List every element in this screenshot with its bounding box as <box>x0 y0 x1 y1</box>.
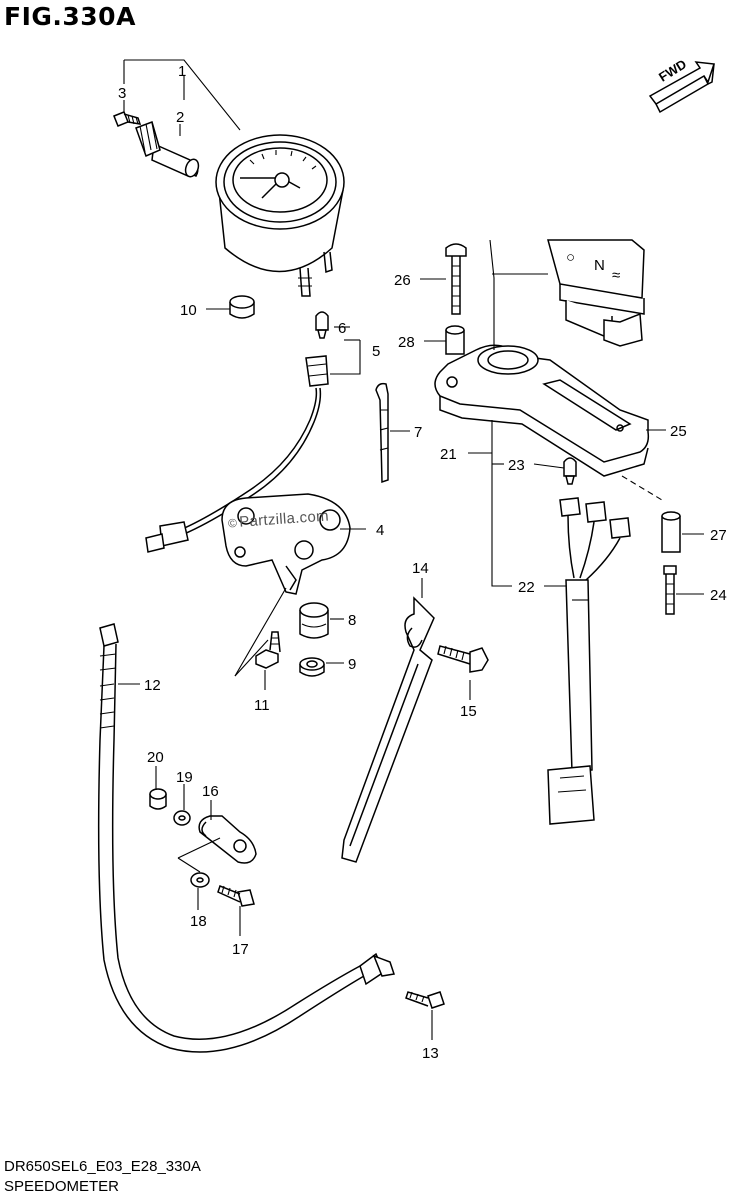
washer-18 <box>190 872 210 888</box>
callout-27-label: 27 <box>710 527 727 544</box>
collar-27 <box>661 511 681 553</box>
screw-13 <box>405 991 445 1009</box>
figure-name: SPEEDOMETER <box>4 1178 120 1195</box>
indicator-mark-beam: ≈ <box>612 267 620 284</box>
callout-22: 22 <box>518 579 535 596</box>
callout-9: 9 <box>348 656 356 673</box>
bulb-6 <box>315 311 329 339</box>
callout-4: 4 <box>376 522 384 539</box>
bulb-23 <box>563 457 577 485</box>
figure-code: DR650SEL6_E03_E28_330A <box>4 1158 201 1175</box>
callout-17: 17 <box>232 941 249 958</box>
callout-21: 21 <box>440 446 457 463</box>
screw-17 <box>217 885 255 907</box>
callout-2: 2 <box>176 109 184 126</box>
speedometer-unit <box>215 134 345 297</box>
bolt-24 <box>663 565 677 615</box>
callout-12: 12 <box>144 677 161 694</box>
meter-bracket-4 <box>221 493 351 595</box>
callout-5: 5 <box>372 343 380 360</box>
callout-7: 7 <box>414 424 422 441</box>
screw-26 <box>445 243 467 315</box>
clamp-7 <box>375 382 389 484</box>
cable-guide-14 <box>341 596 435 863</box>
clamp-16 <box>198 815 257 864</box>
callout-20: 20 <box>147 749 164 766</box>
callout-26: 26 <box>394 272 411 289</box>
callout-10: 10 <box>180 302 197 319</box>
callout-18: 18 <box>190 913 207 930</box>
callout-14: 14 <box>412 560 429 577</box>
watermark-symbol: © <box>227 515 238 531</box>
wiring-harness-22 <box>547 497 631 825</box>
indicator-mark-neutral: N <box>594 257 605 274</box>
callout-16: 16 <box>202 783 219 800</box>
speedometer-cable-12 <box>97 623 395 1053</box>
callout-6: 6 <box>338 320 346 337</box>
callout-1: 1 <box>178 63 186 80</box>
callout-3: 3 <box>118 85 126 102</box>
nut-9 <box>299 657 325 677</box>
callout-25: 25 <box>670 423 687 440</box>
cable-gear-tube <box>135 121 200 178</box>
callout-13: 13 <box>422 1045 439 1062</box>
callout-28: 28 <box>398 334 415 351</box>
washer-19 <box>173 810 191 826</box>
callout-23: 23 <box>508 457 525 474</box>
fwd-arrow-icon <box>648 61 716 114</box>
callout-8: 8 <box>348 612 356 629</box>
bulb-socket-5 <box>145 355 329 553</box>
indicator-case-25 <box>434 239 650 477</box>
indicator-mark-turn: ○ <box>566 249 575 266</box>
figure-title: FIG.330A <box>4 2 136 31</box>
collar-28 <box>445 325 465 355</box>
nut-20 <box>149 788 167 810</box>
screw-3 <box>113 111 142 127</box>
bolt-15 <box>437 645 489 673</box>
callout-19: 19 <box>176 769 193 786</box>
damper-8 <box>299 602 329 639</box>
bolt-11 <box>255 631 281 669</box>
callout-24: 24 <box>710 587 727 604</box>
callout-15: 15 <box>460 703 477 720</box>
grommet-10 <box>229 295 255 319</box>
callout-11: 11 <box>254 697 270 714</box>
leader-lines <box>118 59 704 1040</box>
